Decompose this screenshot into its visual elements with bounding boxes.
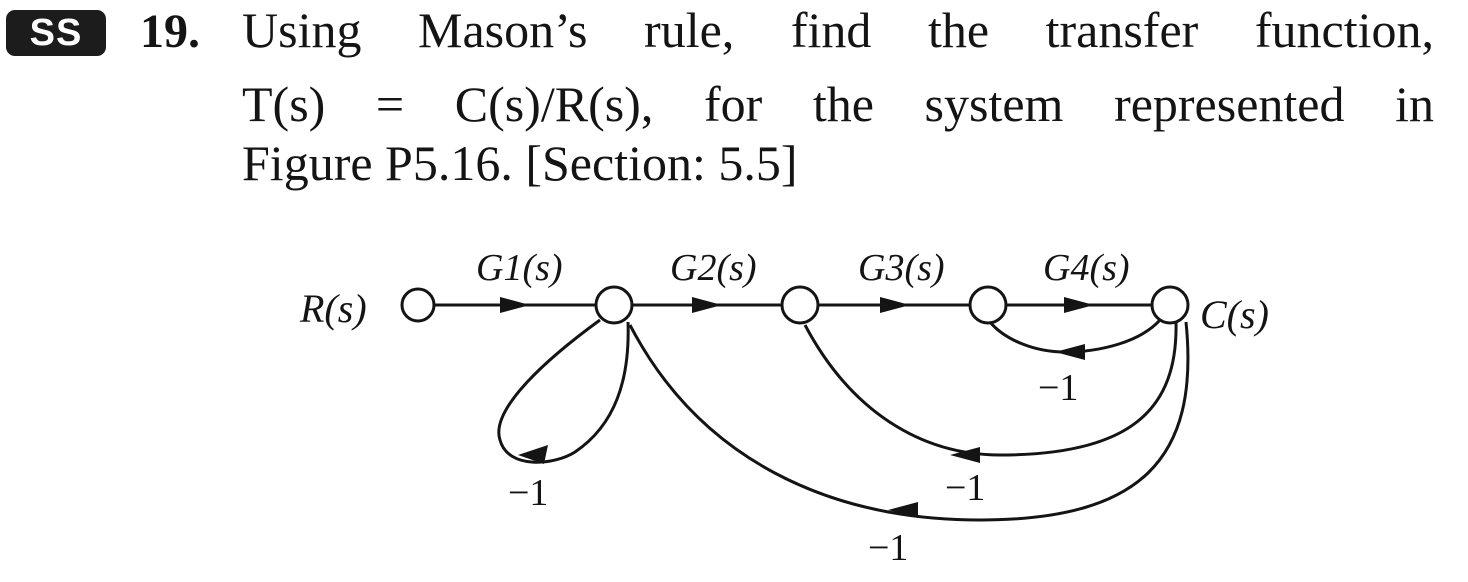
self-loop-node1 — [497, 318, 630, 464]
problem-text-line-3: Figure P5.16. [Section: 5.5] — [242, 135, 798, 191]
node-input — [400, 287, 436, 323]
gain-label-g2: G2(s) — [670, 247, 757, 289]
loop-output-to-node2 — [803, 321, 1178, 457]
output-label: C(s) — [1200, 292, 1269, 337]
arrowhead — [518, 445, 548, 464]
arrowhead — [950, 447, 980, 463]
node-output — [1150, 285, 1190, 325]
feedback-gain-output-node2: −1 — [945, 467, 985, 509]
loop-output-to-node1 — [628, 321, 1190, 522]
feedback-gain-node4-node3: −1 — [1038, 367, 1078, 409]
feedback-gain-output-node1: −1 — [868, 527, 908, 569]
arrowhead — [880, 297, 910, 313]
node-1 — [594, 285, 634, 325]
arrowhead — [1064, 297, 1094, 313]
problem-number: 19. — [140, 5, 200, 58]
node-3 — [968, 285, 1008, 325]
gain-label-g3: G3(s) — [858, 247, 945, 289]
feedback-gain-self-loop: −1 — [508, 472, 548, 514]
arrowhead — [888, 502, 918, 518]
arrowhead — [1055, 344, 1085, 360]
node-2 — [780, 285, 820, 325]
ss-badge: SS — [6, 10, 106, 56]
input-label: R(s) — [299, 286, 367, 331]
arrowhead — [500, 297, 530, 313]
arrowhead — [692, 297, 722, 313]
gain-label-g4: G4(s) — [1043, 247, 1130, 289]
problem-text-line-1: Using Mason’s rule, find the transfer fu… — [242, 2, 1434, 58]
problem-text-line-2: T(s) = C(s)/R(s), for the system represe… — [242, 76, 1434, 132]
gain-label-g1: G1(s) — [476, 247, 563, 289]
